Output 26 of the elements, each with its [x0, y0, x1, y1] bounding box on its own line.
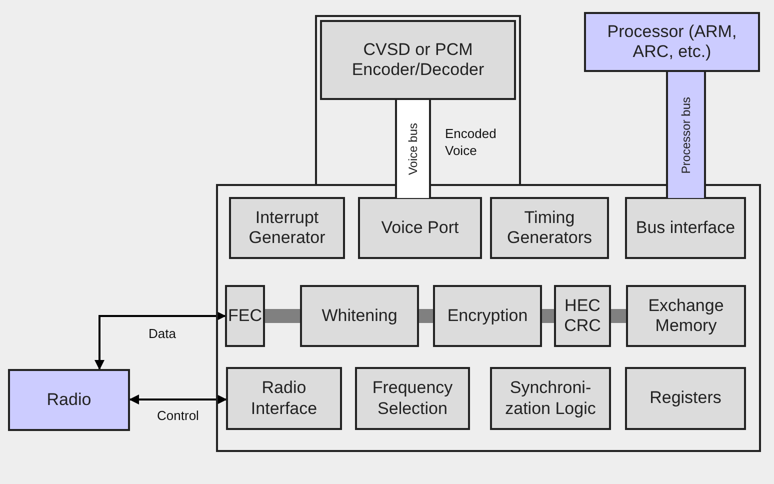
- process-box: Timing Generators: [490, 197, 609, 259]
- process-box: Radio Interface: [226, 367, 342, 430]
- link-bar: [419, 309, 433, 323]
- process-box: Exchange Memory: [626, 285, 746, 347]
- bus-bar: Processor bus: [666, 72, 706, 198]
- block-frame: [216, 184, 761, 452]
- bus-bar: Voice bus: [395, 100, 431, 198]
- process-box: Synchroni-zation Logic: [490, 367, 611, 430]
- process-box: Interrupt Generator: [229, 197, 345, 259]
- link-bar: [265, 309, 300, 323]
- process-box: CVSD or PCM Encoder/Decoder: [320, 20, 516, 100]
- process-box: FEC: [225, 285, 265, 347]
- process-box: Registers: [625, 367, 746, 430]
- link-bar: [542, 309, 554, 323]
- link-bar: [611, 309, 626, 323]
- external-box: Radio: [8, 369, 130, 431]
- process-box: Bus interface: [625, 197, 746, 259]
- process-box: Frequency Selection: [355, 367, 470, 430]
- process-box: Voice Port: [358, 197, 482, 259]
- external-box: Processor (ARM, ARC, etc.): [584, 12, 760, 72]
- bus-label: Encoded Voice: [445, 126, 498, 160]
- process-box: HEC CRC: [554, 285, 611, 347]
- arrow: [94, 311, 226, 370]
- arrow: [129, 394, 227, 404]
- process-box: Encryption: [433, 285, 542, 347]
- process-box: Whitening: [300, 285, 419, 347]
